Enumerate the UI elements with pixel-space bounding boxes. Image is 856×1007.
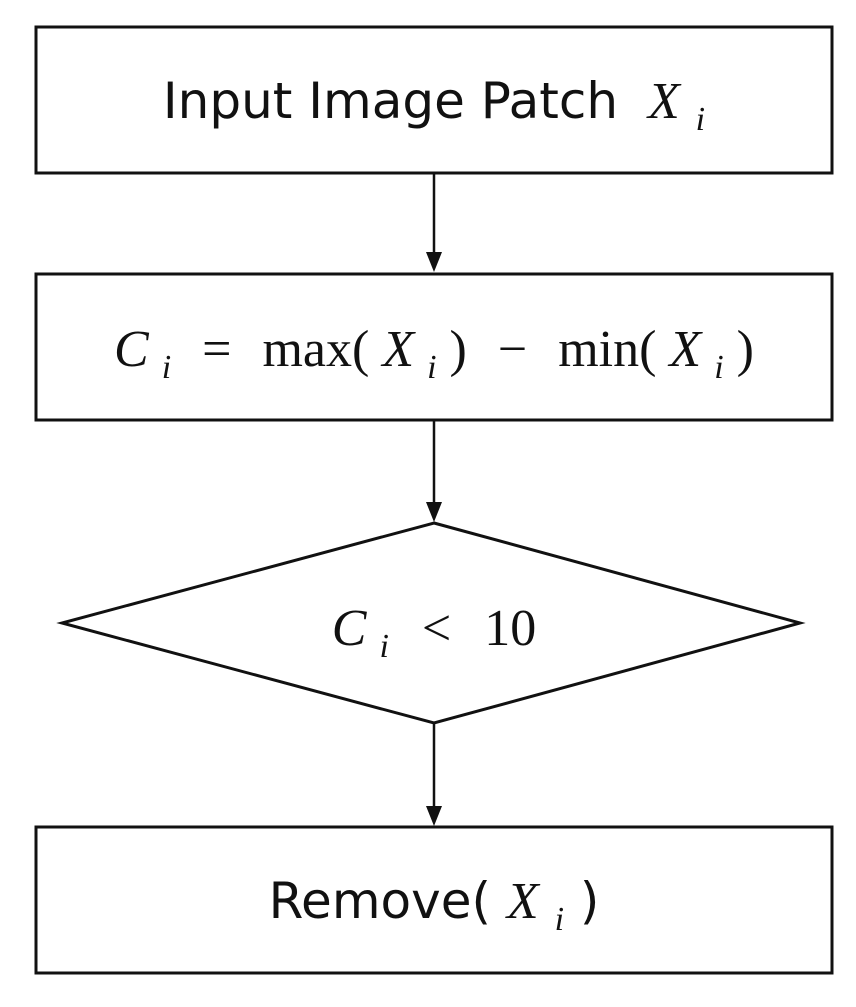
node-input-text: Input Image Patch [163,72,618,130]
formula-arg1-var: X [380,321,416,378]
edge-contrast-to-decision [426,420,442,522]
formula-lhs-var: C [114,321,150,378]
node-contrast: C i = max( X i ) − min( X i ) [34,272,834,422]
node-remove-subscript: i [555,901,564,938]
node-remove-box [34,825,834,975]
node-contrast-formula: C i = max( X i ) − min( X i ) [114,321,754,390]
edge-input-to-contrast [426,173,442,272]
node-input: Input Image Patch X i [34,25,834,175]
formula-equals: = [202,321,231,378]
formula-max: max( [262,321,369,378]
node-input-var: X [646,73,682,130]
node-remove-var: X [505,873,541,930]
formula-lhs-subscript: i [162,349,171,386]
decision-threshold: 10 [484,600,536,657]
formula-arg2-var: X [667,321,703,378]
node-remove-fn: Remove( [269,872,491,930]
edge-decision-to-remove [426,723,442,826]
node-input-subscript: i [696,101,705,138]
formula-close1: ) [450,321,467,378]
node-input-box [34,25,834,175]
node-input-label: Input Image Patch X i [163,72,705,138]
decision-var: C [332,600,368,657]
formula-min: min( [558,321,656,378]
formula-arg1-subscript: i [427,349,436,386]
decision-operator: < [422,600,451,657]
node-remove-close: ) [580,872,600,930]
formula-arg2-subscript: i [714,349,723,386]
node-decision: C i < 10 [56,521,806,725]
formula-close2: ) [737,321,754,378]
node-contrast-box [34,272,834,422]
formula-minus: − [498,321,527,378]
node-remove: Remove( X i ) [34,825,834,975]
node-remove-label: Remove( X i ) [269,872,600,942]
decision-subscript: i [379,628,388,665]
node-decision-label: C i < 10 [332,600,536,669]
